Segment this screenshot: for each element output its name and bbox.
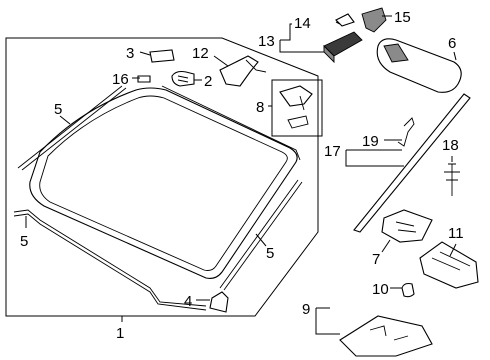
header-molding bbox=[161, 85, 301, 161]
part-8-mount bbox=[279, 85, 313, 129]
molding-strip-right bbox=[219, 179, 303, 291]
part-7-bracket bbox=[381, 209, 433, 243]
callout-18: 18 bbox=[442, 137, 459, 154]
molding-strip-top bbox=[17, 85, 127, 171]
part-16-clip bbox=[137, 75, 151, 83]
callout-17: 17 bbox=[324, 143, 341, 160]
part-15-cover bbox=[361, 7, 387, 33]
part-4-cover bbox=[209, 291, 229, 313]
callout-10: 10 bbox=[372, 281, 389, 298]
callout-4: 4 bbox=[184, 293, 192, 310]
part-10-cap bbox=[401, 282, 415, 298]
part-6-mirror bbox=[376, 38, 462, 93]
callout-9: 9 bbox=[302, 301, 310, 318]
part-14-plate bbox=[335, 13, 355, 27]
windshield-glass bbox=[29, 87, 298, 279]
leader-lines bbox=[25, 15, 457, 335]
callout-1: 1 bbox=[116, 325, 124, 342]
callout-5b: 5 bbox=[20, 233, 28, 250]
callout-11: 11 bbox=[448, 225, 464, 242]
callout-16: 16 bbox=[112, 71, 129, 88]
callout-6: 6 bbox=[448, 35, 456, 52]
callout-2: 2 bbox=[204, 73, 212, 90]
molding-strip-bottom bbox=[13, 209, 207, 311]
callout-12: 12 bbox=[192, 45, 209, 62]
callout-3: 3 bbox=[126, 45, 134, 62]
part-12-bracket bbox=[219, 55, 267, 87]
part-8-inset-box bbox=[271, 79, 323, 137]
callout-13: 13 bbox=[258, 33, 275, 50]
callout-14: 14 bbox=[294, 15, 311, 32]
callout-5c: 5 bbox=[266, 245, 274, 262]
part-11-cover bbox=[419, 241, 479, 289]
part-3-plate bbox=[149, 49, 175, 63]
part-9-cover bbox=[339, 315, 433, 357]
part-17-pillar-trim bbox=[353, 93, 471, 233]
windshield-group-frame bbox=[5, 37, 319, 317]
part-19-clip bbox=[397, 117, 415, 147]
part-18-pin bbox=[444, 163, 460, 196]
callout-7: 7 bbox=[372, 251, 380, 268]
part-13-module bbox=[323, 31, 363, 64]
part-2-clip bbox=[171, 70, 195, 87]
callout-5a: 5 bbox=[54, 101, 62, 118]
callout-8: 8 bbox=[256, 99, 264, 116]
callout-15: 15 bbox=[394, 9, 411, 26]
callout-19: 19 bbox=[362, 133, 379, 150]
